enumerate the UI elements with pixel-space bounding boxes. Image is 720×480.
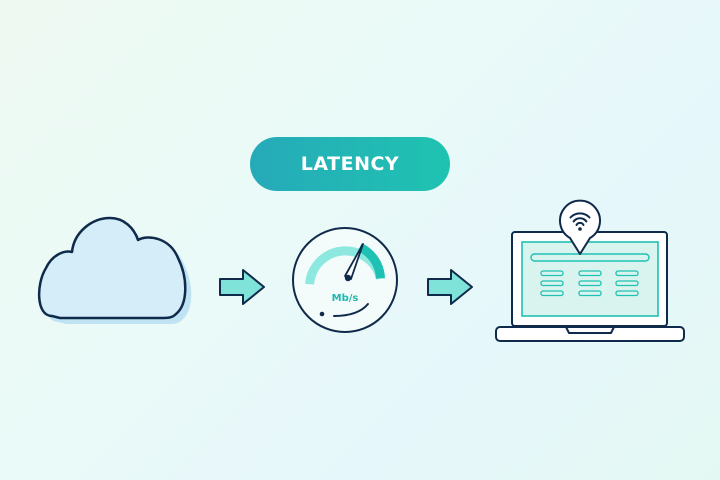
wifi-icon <box>559 199 601 255</box>
cloud-icon <box>37 216 192 324</box>
speedometer-icon: Mb/s <box>292 227 398 333</box>
arrow-right-icon <box>219 269 265 305</box>
speed-unit-label: Mb/s <box>332 293 359 304</box>
latency-title-pill: LATENCY <box>250 137 450 191</box>
arrow-right-icon <box>427 269 473 305</box>
laptop-icon <box>495 231 685 342</box>
